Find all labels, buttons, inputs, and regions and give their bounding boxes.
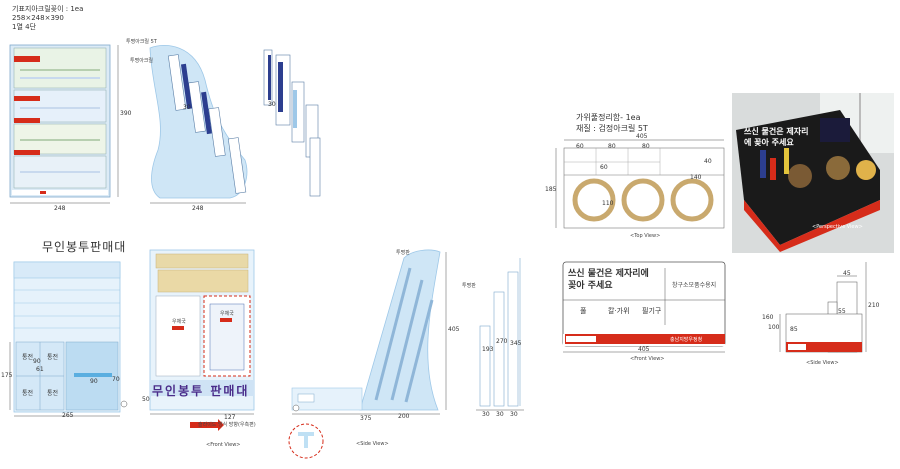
label-acrylic: 투명아크릴 <box>130 58 154 64</box>
label-acrylic-5t: 투명아크릴 5T <box>126 39 157 45</box>
side2-label: <Side View> <box>806 360 839 366</box>
spec-line-3: 1열 4단 <box>12 23 37 31</box>
dim-160: 160 <box>762 314 774 321</box>
dim-30b: 30 <box>268 101 276 108</box>
dim-193: 193 <box>482 346 494 353</box>
dim-50: 50 <box>142 396 150 403</box>
dim-90a: 90 <box>33 358 41 365</box>
dim-100: 100 <box>768 324 780 331</box>
dim-110: 110 <box>602 200 614 207</box>
cell-label-3: 통전 <box>22 390 34 397</box>
dim-200: 200 <box>398 413 410 420</box>
organizer-line-2: 재질 : 검정아크릴 5T <box>576 124 648 133</box>
side-slots <box>167 54 247 194</box>
front2-col-3: 필기구 <box>642 307 662 315</box>
dim-80-seg2: 80 <box>642 143 650 150</box>
side-view-label: <Side View> <box>356 441 389 447</box>
organizer-spec: 가위풀정리함- 1ea 재질 : 검정아크릴 5T <box>576 112 648 134</box>
dim-90b: 90 <box>90 378 98 385</box>
sales-stand-title: 무인봉투판매대 <box>42 240 127 254</box>
front-view-label: <Front View> <box>206 442 241 448</box>
dim-270: 270 <box>496 338 508 345</box>
spec-line-2: 258×248×390 <box>12 14 64 22</box>
cell-label-2: 통전 <box>47 354 59 361</box>
dim-60-seg: 60 <box>576 143 584 150</box>
dim-70: 70 <box>112 376 120 383</box>
dim-345: 345 <box>510 340 522 347</box>
side-tag: 투명판 <box>396 250 410 256</box>
dim-45: 45 <box>843 270 851 277</box>
dim-80-seg1: 80 <box>608 143 616 150</box>
dim-265: 265 <box>62 412 74 419</box>
dim-405-side: 405 <box>448 326 460 333</box>
dim-405-front2: 405 <box>638 346 650 353</box>
front2-side-text: 창구소모품수용지 <box>672 282 717 289</box>
envelope-label-1: 우체국 <box>172 319 186 325</box>
dim-175: 175 <box>1 372 13 379</box>
dim-375: 375 <box>360 415 372 422</box>
cell-label-1: 통전 <box>22 354 34 361</box>
front2-col-2: 칼·가위 <box>608 307 630 315</box>
perspective-label: <Perspective View> <box>812 224 863 230</box>
dim-40: 40 <box>704 158 712 165</box>
dim-185: 185 <box>545 186 557 193</box>
dim-140: 140 <box>690 174 702 181</box>
dim-30-b3: 30 <box>510 411 518 418</box>
dim-85: 85 <box>790 326 798 333</box>
organizer-line-1: 가위풀정리함- 1ea <box>576 113 641 122</box>
top-view-label: <Top View> <box>630 233 661 239</box>
front2-col-1: 풀 <box>580 307 587 315</box>
right-tag: 투명판 <box>462 283 476 289</box>
dim-390: 390 <box>120 110 132 117</box>
cell-label-4: 통전 <box>47 390 59 397</box>
dim-405-top: 405 <box>636 133 648 140</box>
dim-30-b2: 30 <box>496 411 504 418</box>
dim-55: 55 <box>838 308 846 315</box>
dim-210: 210 <box>868 302 880 309</box>
front2-label: <Front View> <box>630 356 665 362</box>
dim-127: 127 <box>224 414 236 421</box>
front2-footer: 충남지방우정청 <box>670 337 703 343</box>
dim-61: 61 <box>36 366 44 373</box>
photo-sign: 쓰신 물건은 제자리에 꽂아 주세요 <box>744 127 809 147</box>
dim-30-b1: 30 <box>482 411 490 418</box>
form-sheets <box>13 47 107 189</box>
front2-heading: 쓰신 물건은 제자리에 꽂아 주세요 <box>568 269 649 291</box>
dim-60: 60 <box>600 164 608 171</box>
dim-248a: 248 <box>54 205 66 212</box>
dim-30a: 30 <box>183 104 191 111</box>
envelope-label-2: 우체국 <box>220 311 234 317</box>
dim-248b: 248 <box>192 205 204 212</box>
spec-block-1: 기표지아크릴꽂이 : 1ea 258×248×390 1열 4단 <box>12 5 83 32</box>
front-banner: 무인봉투 판매대 <box>152 384 250 398</box>
slide-note: 슬라이드 방식 방향(우측편) <box>198 422 256 428</box>
spec-line-1: 기표지아크릴꽂이 : 1ea <box>12 5 84 13</box>
